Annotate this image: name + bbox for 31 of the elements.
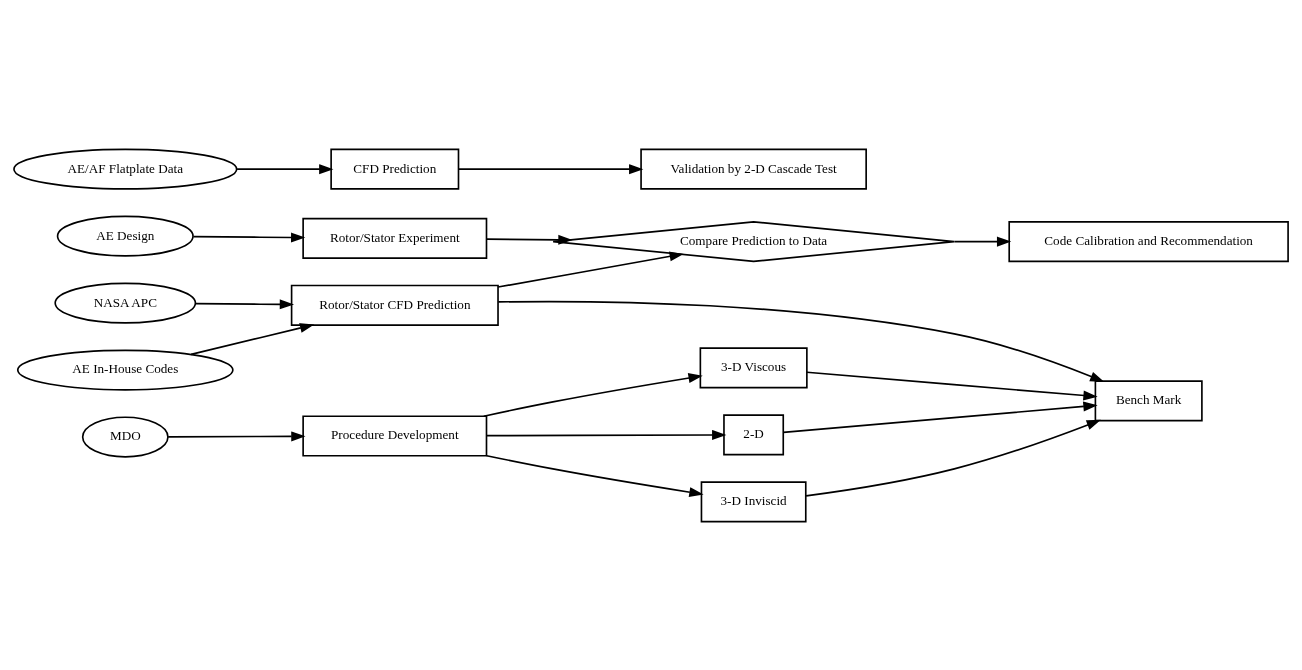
- arrow: [782, 400, 1098, 433]
- node-box: Validation by 2-D Cascade Test: [640, 148, 867, 190]
- node-box: 3-D Inviscid: [700, 480, 807, 522]
- arrow: [486, 234, 573, 245]
- node-box: Bench Mark: [1094, 379, 1203, 421]
- arrow: [167, 430, 306, 441]
- arrow: [806, 370, 1098, 400]
- node-ellipse: MDO: [81, 415, 169, 458]
- node-ellipse: AE In-House Codes: [16, 349, 234, 391]
- node-ellipse: AE Design: [56, 215, 194, 257]
- arrow: [497, 300, 1105, 382]
- node-box: 2-D: [723, 413, 785, 455]
- node-box: Procedure Development: [302, 414, 488, 457]
- arrow: [194, 298, 295, 309]
- arrow: [485, 454, 704, 497]
- arrow: [497, 250, 684, 288]
- arrow: [190, 322, 315, 355]
- arrow: [486, 429, 727, 440]
- arrow: [458, 163, 644, 174]
- node-box: Code Calibration and Recommendation: [1008, 220, 1289, 262]
- node-box: 3-D Viscous: [699, 346, 808, 388]
- arrow: [953, 236, 1012, 247]
- node-ellipse: AE/AF Flatplate Data: [13, 148, 238, 190]
- arrow: [236, 163, 334, 174]
- node-box: Rotor/Stator Experiment: [302, 217, 488, 259]
- node-ellipse: NASA APC: [54, 282, 197, 324]
- arrow: [482, 372, 703, 417]
- node-box: Rotor/Stator CFD Prediction: [290, 284, 499, 326]
- arrow: [192, 232, 306, 242]
- arrow: [805, 419, 1101, 497]
- node-box: CFD Prediction: [330, 148, 460, 190]
